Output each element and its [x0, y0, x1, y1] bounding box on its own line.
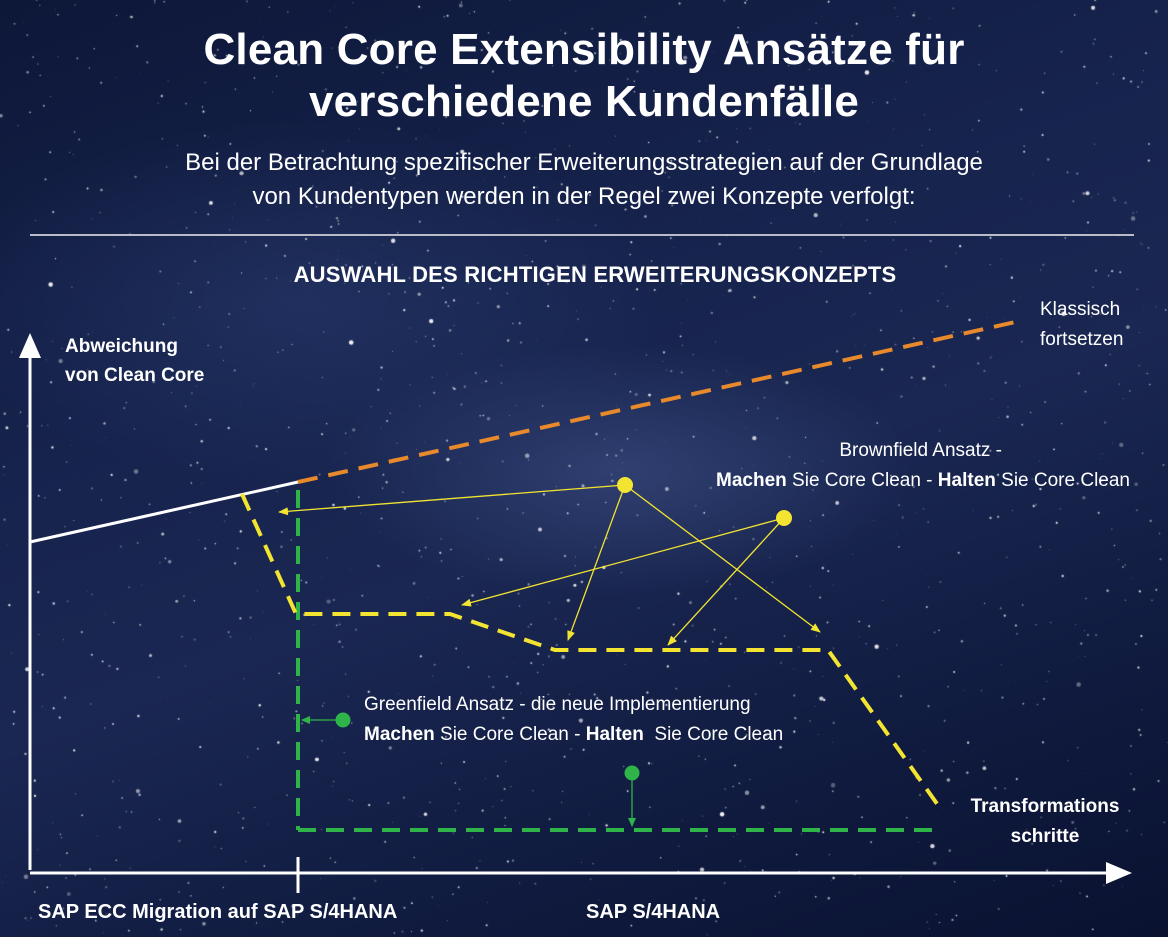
page-title: Clean Core Extensibility Ansätze für ver…	[0, 24, 1168, 128]
title-line-2: verschiedene Kundenfälle	[308, 77, 860, 126]
brownfield-arrow-2	[567, 484, 626, 641]
x-axis-label-s4hana: SAP S/4HANA	[586, 901, 721, 923]
classic-label: Klassisch fortsetzen	[1040, 295, 1123, 355]
page-subtitle: Bei der Betrachtung spezifischer Erweite…	[0, 146, 1168, 214]
y-axis-arrowhead	[19, 333, 41, 358]
brownfield-end: Sie Core Clean	[995, 470, 1130, 491]
brownfield-label-line-2: Machen Sie Core Clean - Halten Sie Core …	[654, 466, 1130, 496]
y-axis-label-line-1: Abweichung	[65, 336, 178, 357]
x-axis-end-label-line-2: schritte	[1010, 826, 1080, 847]
divider	[30, 234, 1134, 236]
brownfield-machen: Machen	[716, 470, 787, 491]
subtitle-line-2: von Kundentypen werden in der Regel zwei…	[252, 183, 916, 210]
greenfield-dot-1	[335, 712, 351, 728]
brownfield-arrow-4	[461, 517, 785, 607]
greenfield-label: Greenfield Ansatz - die neue Implementie…	[364, 690, 783, 750]
x-axis-end-label: Transformations schritte	[942, 792, 1148, 852]
brownfield-label: Brownfield Ansatz - Machen Sie Core Clea…	[654, 436, 1130, 496]
brownfield-arrow-5	[667, 517, 785, 646]
x-axis-arrowhead	[1106, 862, 1132, 884]
title-line-1: Clean Core Extensibility Ansätze für	[203, 25, 965, 74]
y-axis-label: Abweichung von Clean Core	[65, 332, 204, 390]
brownfield-label-line-1: Brownfield Ansatz -	[839, 440, 1002, 461]
brownfield-dot-2	[776, 510, 792, 526]
legacy-deviation-line	[29, 480, 299, 544]
greenfield-label-line-2: Machen Sie Core Clean - Halten Sie Core …	[364, 720, 783, 750]
greenfield-dot-2	[624, 765, 640, 781]
greenfield-label-line-1: Greenfield Ansatz - die neue Implementie…	[364, 694, 751, 715]
greenfield-machen: Machen	[364, 724, 435, 745]
classic-label-line-2: fortsetzen	[1040, 329, 1124, 350]
classic-label-line-1: Klassisch	[1040, 299, 1121, 320]
brownfield-arrow-1	[278, 484, 626, 516]
x-axis-end-label-line-1: Transformations	[970, 796, 1120, 817]
section-heading: AUSWAHL DES RICHTIGEN ERWEITERUNGSKONZEP…	[293, 262, 897, 287]
brownfield-arrows	[278, 484, 821, 646]
brownfield-halten: Halten	[937, 470, 996, 491]
brownfield-path-line	[240, 493, 942, 810]
greenfield-end: Sie Core Clean	[643, 724, 784, 745]
y-axis-label-line-2: von Clean Core	[65, 365, 205, 386]
brownfield-dot-1	[617, 477, 633, 493]
brownfield-arrow-3	[624, 484, 821, 633]
x-axis-label-migration: SAP ECC Migration auf SAP S/4HANA	[38, 901, 398, 923]
subtitle-line-1: Bei der Betrachtung spezifischer Erweite…	[185, 149, 983, 176]
greenfield-mid: Sie Core Clean -	[434, 724, 586, 745]
greenfield-halten: Halten	[585, 724, 644, 745]
brownfield-mid: Sie Core Clean -	[786, 470, 938, 491]
